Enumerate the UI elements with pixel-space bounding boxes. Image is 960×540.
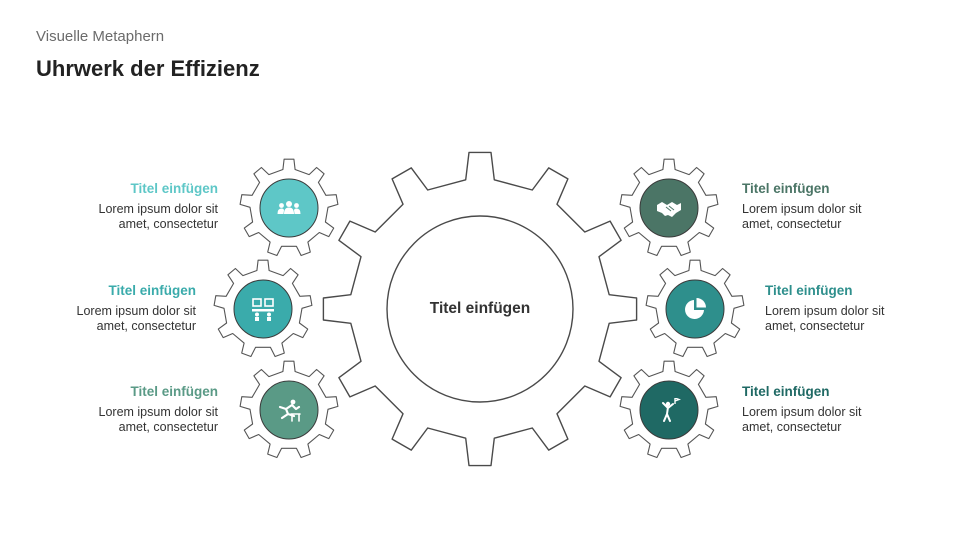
slide-subtitle: Visuelle Metaphern: [36, 28, 165, 45]
gear-label-text-line1: Lorem ipsum dolor sit: [742, 405, 862, 419]
gear-icon-disc-6: [639, 380, 699, 440]
slide-title: Uhrwerk der Effizienz: [36, 56, 260, 81]
gear-label-title: Titel einfügen: [130, 181, 218, 196]
gear-label-title: Titel einfügen: [742, 384, 830, 399]
gear-label-text-line1: Lorem ipsum dolor sit: [98, 202, 219, 216]
gear-label-title: Titel einfügen: [108, 283, 196, 298]
gear-label-text-line1: Lorem ipsum dolor sit: [765, 304, 885, 318]
center-title: Titel einfügen: [429, 300, 531, 317]
gear-label-text-line2: amet, consectetur: [742, 217, 842, 231]
gear-icon-disc-5: [665, 279, 725, 339]
gear-label-text-line1: Lorem ipsum dolor sit: [742, 202, 862, 216]
gear-label-text-line1: Lorem ipsum dolor sit: [76, 304, 197, 318]
gear-label-text-line1: Lorem ipsum dolor sit: [98, 405, 219, 419]
gear-label-text-line2: amet, consectetur: [118, 217, 218, 231]
gear-label-text-line2: amet, consectetur: [96, 319, 196, 333]
gear-label-title: Titel einfügen: [130, 384, 218, 399]
gear-label-text-line2: amet, consectetur: [742, 420, 842, 434]
gear-icon-disc-3: [259, 380, 319, 440]
gear-label-title: Titel einfügen: [742, 181, 830, 196]
gear-label-title: Titel einfügen: [765, 283, 853, 298]
central-gear-hub: [386, 215, 574, 403]
gear-label-text-line2: amet, consectetur: [765, 319, 865, 333]
gear-label-text-line2: amet, consectetur: [118, 420, 218, 434]
